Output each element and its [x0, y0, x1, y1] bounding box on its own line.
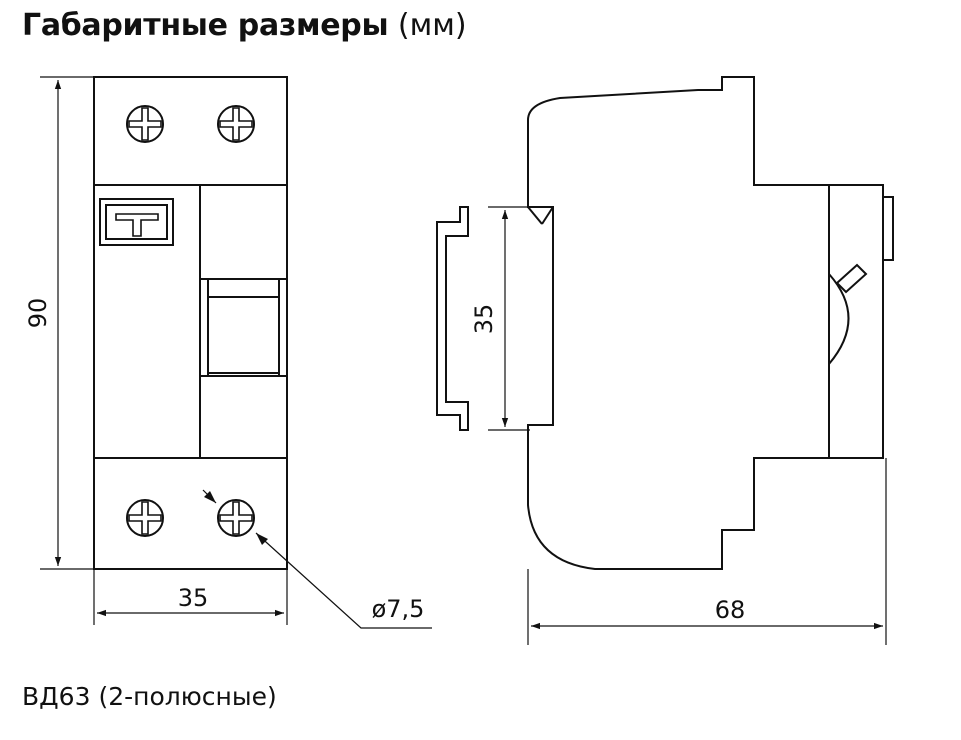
test-button	[99, 198, 174, 246]
rail-clip-top-2	[541, 206, 554, 225]
din-rail-profile	[436, 206, 469, 431]
title-main: Габаритные размеры	[22, 8, 389, 43]
hole-leader-line	[255, 532, 432, 629]
toggle-lever	[199, 278, 288, 377]
housing-outline	[527, 76, 884, 570]
test-button-side	[882, 196, 894, 261]
device-body-outline	[93, 76, 288, 570]
rail-label: 35	[470, 304, 498, 335]
screw-icon-bottom-left	[126, 499, 164, 537]
page-title: Габаритные размеры (мм)	[22, 6, 467, 46]
side-view	[436, 76, 894, 570]
front-dimensions	[40, 76, 432, 629]
hole-diameter-label: ø7,5	[372, 595, 425, 623]
lever-handle	[835, 263, 868, 294]
side-dimensions	[488, 206, 887, 645]
rail-clip-top	[527, 206, 543, 225]
title-unit: (мм)	[397, 8, 467, 43]
screw-icon-top-left	[126, 105, 164, 143]
screw-icon-bottom-right	[217, 499, 255, 537]
front-view	[93, 76, 288, 570]
model-caption: ВД63 (2-полюсные)	[22, 682, 277, 711]
depth-label: 68	[715, 596, 746, 624]
width-label: 35	[178, 584, 209, 612]
height-label: 90	[24, 298, 52, 329]
screw-icon-top-right	[217, 105, 255, 143]
lever-arc	[828, 273, 850, 365]
